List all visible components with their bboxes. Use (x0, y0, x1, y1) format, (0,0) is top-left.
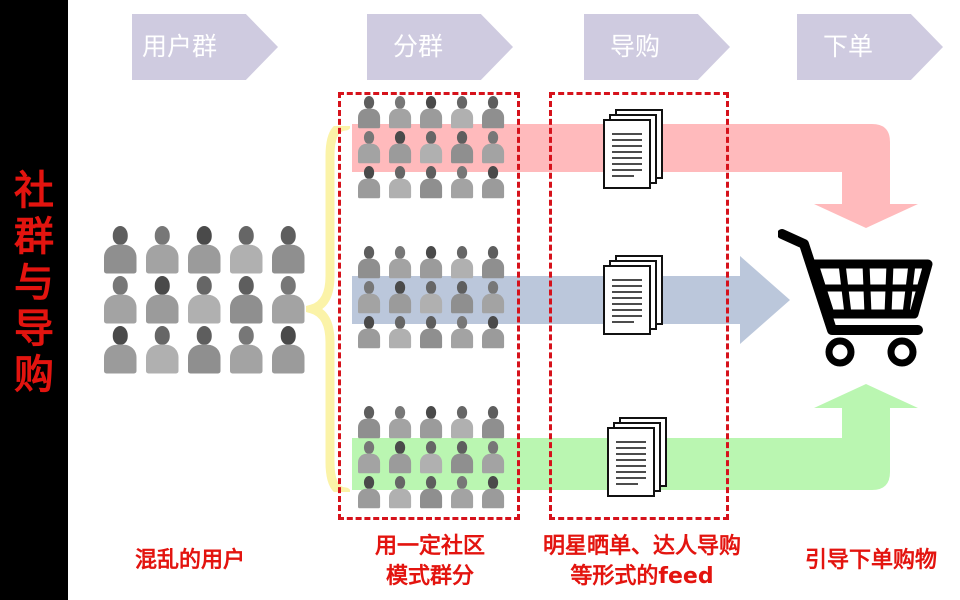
document-stack-icon (603, 109, 663, 189)
person-icon (358, 316, 381, 349)
person-icon (420, 246, 443, 279)
person-icon (358, 246, 381, 279)
person-icon (389, 96, 412, 129)
side-title-char: 与 (14, 260, 54, 306)
grouping-dashed-box (338, 92, 520, 520)
person-icon (389, 131, 412, 164)
person-icon (420, 96, 443, 129)
person-icon (358, 441, 381, 474)
person-icon (358, 131, 381, 164)
person-icon (272, 276, 305, 324)
person-icon (358, 166, 381, 199)
sidebar (0, 0, 68, 600)
step-label: 下单 (823, 32, 874, 61)
person-icon (482, 281, 505, 314)
person-icon (358, 476, 381, 509)
label-grouping: 用一定社区 模式群分 (340, 532, 520, 592)
crowd-group-green (358, 406, 510, 512)
crowd-group-red (358, 96, 510, 202)
person-icon (451, 476, 474, 509)
side-title-char: 群 (14, 214, 54, 260)
person-icon (420, 476, 443, 509)
person-icon (482, 166, 505, 199)
label-feed-line1: 明星晒单、达人导购 (542, 534, 741, 559)
label-feed-line2: 等形式的feed (570, 564, 714, 589)
person-icon (230, 276, 263, 324)
crowd-group-blue (358, 246, 510, 352)
label-order: 引导下单购物 (804, 548, 937, 573)
person-icon (230, 226, 263, 274)
person-icon (420, 441, 443, 474)
side-title-char: 社 (14, 168, 54, 214)
label-grouping-line1: 用一定社区 (374, 534, 485, 559)
person-icon (104, 326, 137, 374)
person-icon (272, 226, 305, 274)
person-icon (451, 316, 474, 349)
step-label: 导购 (610, 32, 661, 61)
label-grouping-line2: 模式群分 (385, 564, 474, 589)
person-icon (482, 406, 505, 439)
person-icon (482, 441, 505, 474)
person-icon (389, 166, 412, 199)
brace-icon (306, 126, 350, 492)
person-icon (188, 326, 221, 374)
person-icon (482, 131, 505, 164)
person-icon (358, 281, 381, 314)
side-title-char: 导 (14, 306, 54, 352)
person-icon (389, 441, 412, 474)
person-icon (389, 246, 412, 279)
document-stack-icon (607, 417, 667, 497)
person-icon (451, 96, 474, 129)
document-stack-icon (603, 255, 663, 335)
side-title-char: 购 (14, 352, 54, 398)
person-icon (389, 406, 412, 439)
step-label: 用户群 (142, 32, 218, 61)
person-icon (146, 276, 179, 324)
crowd-chaotic-users (104, 226, 310, 374)
person-icon (451, 166, 474, 199)
person-icon (420, 166, 443, 199)
person-icon (482, 246, 505, 279)
feed-dashed-box (549, 92, 729, 520)
person-icon (358, 96, 381, 129)
step-grouping: 分群 (367, 14, 513, 80)
person-icon (389, 316, 412, 349)
person-icon (420, 316, 443, 349)
person-icon (104, 276, 137, 324)
person-icon (482, 96, 505, 129)
person-icon (451, 406, 474, 439)
label-feed: 明星晒单、达人导购 等形式的feed (520, 532, 764, 592)
step-user-group: 用户群 (132, 14, 278, 80)
step-shopping-guide: 导购 (584, 14, 730, 80)
person-icon (358, 406, 381, 439)
person-icon (482, 476, 505, 509)
person-icon (420, 406, 443, 439)
person-icon (230, 326, 263, 374)
person-icon (188, 226, 221, 274)
person-icon (420, 131, 443, 164)
person-icon (188, 276, 221, 324)
step-place-order: 下单 (797, 14, 943, 80)
person-icon (420, 281, 443, 314)
person-icon (451, 441, 474, 474)
person-icon (146, 326, 179, 374)
step-label: 分群 (393, 32, 444, 61)
person-icon (451, 281, 474, 314)
person-icon (451, 131, 474, 164)
side-title: 社 群 与 导 购 (0, 168, 68, 398)
person-icon (389, 281, 412, 314)
person-icon (146, 226, 179, 274)
person-icon (451, 246, 474, 279)
person-icon (272, 326, 305, 374)
label-chaotic-users: 混乱的用户 (134, 548, 245, 573)
person-icon (389, 476, 412, 509)
person-icon (104, 226, 137, 274)
person-icon (482, 316, 505, 349)
shopping-cart-icon (778, 229, 933, 367)
